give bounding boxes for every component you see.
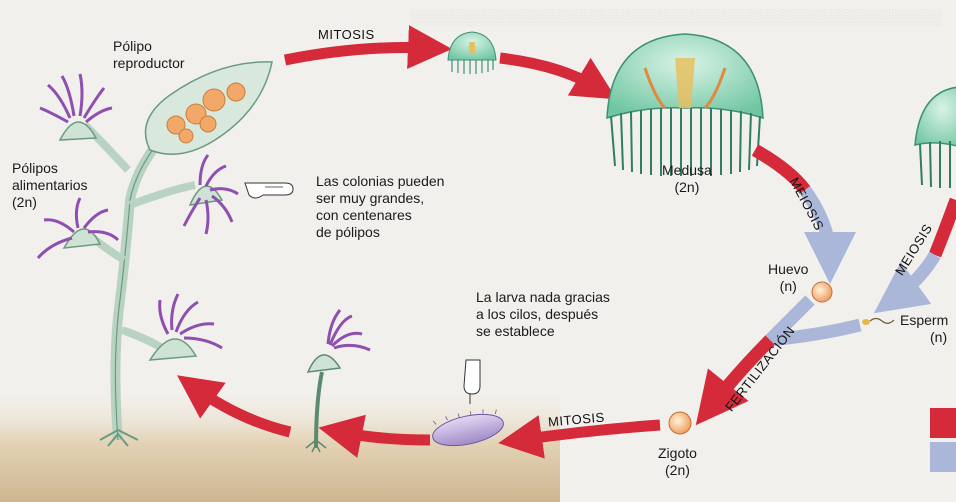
young-medusa (447, 31, 497, 74)
egg-cell (811, 281, 833, 303)
arrow-medusa-growth (499, 52, 617, 100)
arrow-meiosis-2-diploid (928, 197, 956, 258)
arrow-mitosis-bottom (498, 415, 661, 459)
polyp-colony (36, 61, 273, 447)
label-medusa: Medusa (2n) (662, 162, 712, 195)
note-colonies: Las colonias pueden ser muy grandes, con… (316, 173, 445, 240)
arrow-meiosis-1-diploid (751, 144, 811, 195)
feeding-polyp-mid-right (182, 154, 239, 235)
label-feeding-polyps: Pólipos alimentarios (2n) (12, 160, 88, 210)
label-zygote: Zigoto (2n) (658, 445, 697, 478)
arrow-fertilization-to-zygote (695, 335, 775, 426)
background-page-texture: ░░░░░░░░░░░░░░░░░░░░░░░░░░░░░░░░░░░░░░░░… (410, 10, 942, 26)
sperm-cell (862, 317, 895, 325)
legend-haploid-swatch (930, 442, 956, 472)
arrow-larva-settles (318, 414, 431, 458)
feeding-polyp-top-left (39, 73, 113, 141)
label-sperm: Esperm (n) (900, 312, 949, 345)
arrow-mitosis-top (283, 25, 452, 70)
zygote-cell (668, 411, 692, 435)
feeding-polyp-mid-left (36, 197, 120, 259)
pointing-hand-icon-larva (463, 359, 481, 404)
medusa-buds (166, 82, 246, 144)
label-reproductive-polyp: Pólipo reproductor (113, 38, 185, 71)
label-egg: Huevo (n) (768, 261, 809, 294)
substrate (0, 385, 560, 502)
pointing-hand-icon (244, 182, 294, 199)
young-polyp (305, 309, 371, 453)
legend-diploid-swatch (930, 408, 956, 438)
arrow-label-mitosis-top: MITOSIS (318, 27, 375, 42)
medusa-partial-right (914, 86, 956, 188)
arrow-polyp-to-colony (177, 375, 292, 438)
feeding-polyp-bottom (148, 293, 223, 361)
medusa-adult (606, 33, 764, 176)
arrow-meiosis-2-haploid (873, 251, 941, 314)
note-larva: La larva nada gracias a los cilos, despu… (476, 289, 610, 339)
arrow-meiosis-1-haploid (799, 186, 856, 284)
arrow-fertilization-from-sperm (769, 318, 862, 347)
planula-larva (432, 409, 504, 447)
